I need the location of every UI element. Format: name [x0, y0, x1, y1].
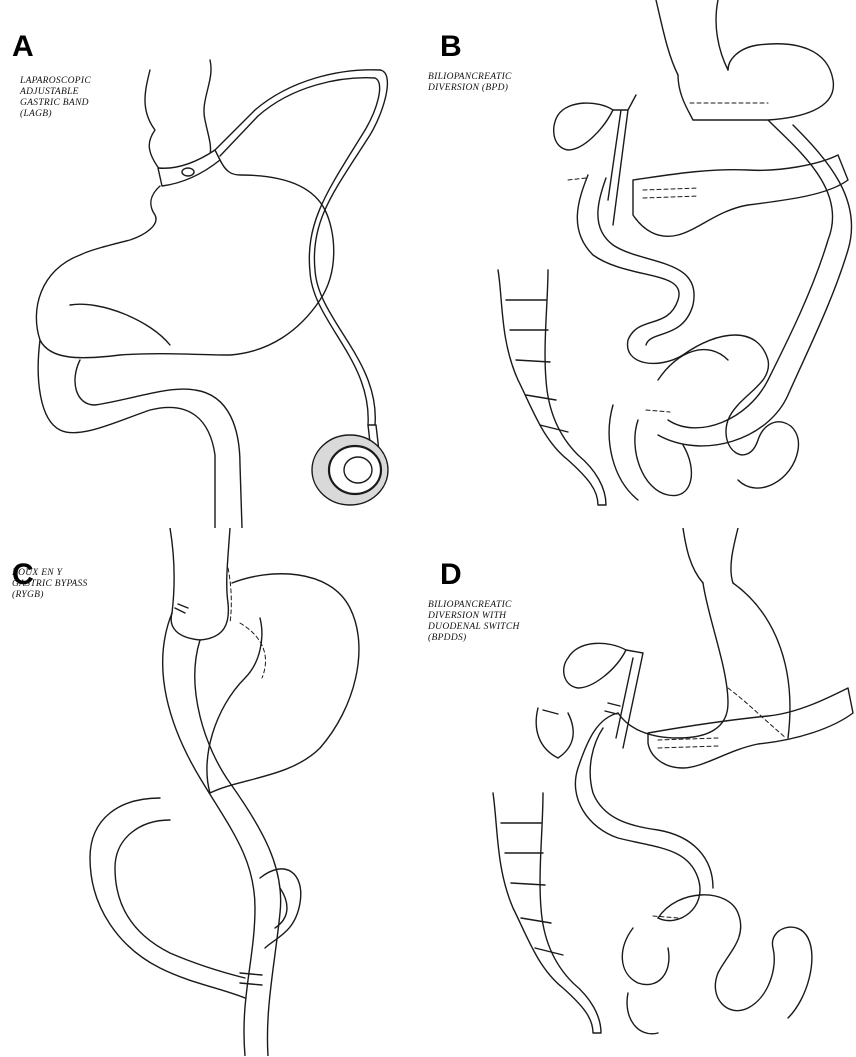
colon-haustra: [506, 300, 568, 432]
access-port-ring: [329, 446, 381, 494]
small-bowel-loops: [622, 895, 812, 1034]
gastric-pouch: [171, 603, 228, 640]
anastomosis: [568, 178, 670, 412]
colon: [498, 270, 606, 505]
band-tubing-inner: [220, 78, 380, 425]
gallbladder: [554, 103, 613, 150]
biliopancreatic-limb: [577, 175, 694, 363]
esophagus: [683, 528, 738, 583]
duodenal-switch: [575, 713, 713, 921]
band-tubing: [215, 70, 387, 425]
bile-duct: [608, 95, 636, 225]
panel-c: C ROUX EN Y GASTRIC BYPASS (RYGB): [0, 528, 428, 1056]
sleeve-staple: [728, 688, 786, 738]
bile-duct: [616, 650, 643, 748]
stomach-inner: [70, 304, 170, 345]
gallbladder: [564, 643, 626, 688]
biliopancreatic-limb: [90, 798, 245, 998]
staple-marks: [175, 604, 262, 985]
esophagus: [656, 0, 728, 75]
alimentary-limb: [658, 120, 852, 446]
bpdds-drawing: [428, 528, 856, 1056]
pancreatic-duct: [643, 188, 698, 198]
sleeve-stomach: [618, 583, 790, 738]
duodenal-staple: [543, 703, 620, 714]
gastric-band-drawing: [0, 0, 428, 528]
bpd-drawing: [428, 0, 856, 528]
biliopancreatic-stump: [536, 708, 573, 758]
rygb-drawing: [0, 528, 428, 1056]
remnant-stomach: [207, 574, 359, 793]
stomach: [36, 160, 333, 358]
colon: [493, 793, 601, 1033]
panel-b: B BILIOPANCREATIC DIVERSION (BPD): [428, 0, 856, 528]
pancreas: [633, 155, 848, 236]
esophagus: [170, 528, 230, 613]
anastomosis: [653, 916, 678, 918]
stomach-pouch: [678, 44, 833, 120]
pancreatic-duct: [658, 738, 718, 748]
colon-haustra: [501, 823, 563, 955]
duodenum: [38, 340, 242, 528]
panel-a: A LAPAROSCOPIC ADJUSTABLE GASTRIC BAND (…: [0, 0, 428, 528]
panel-d: D BILIOPANCREATIC DIVERSION WITH DUODENA…: [428, 528, 856, 1056]
esophagus: [145, 60, 211, 170]
pancreas: [648, 688, 853, 768]
